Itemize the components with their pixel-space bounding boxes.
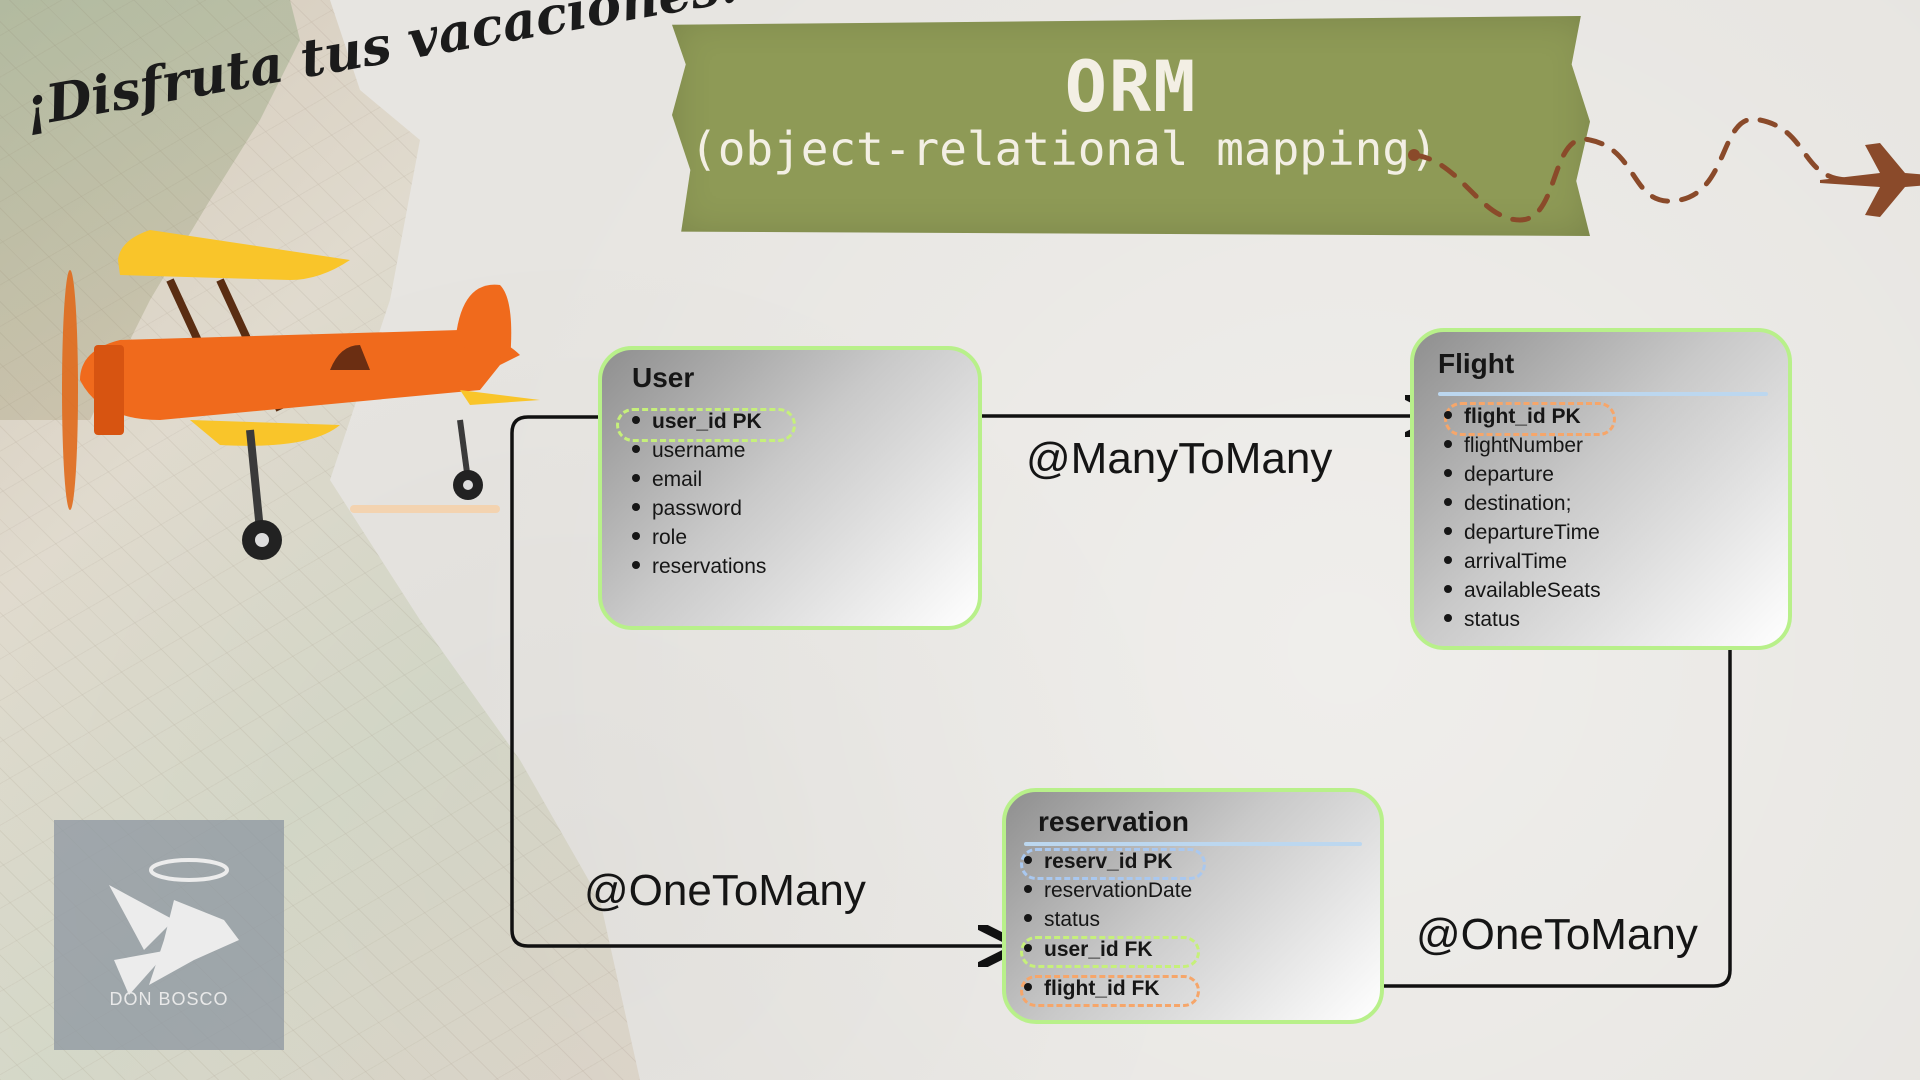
- flight-field: departureTime: [1436, 521, 1600, 545]
- entity-reservation: reservation reserv_id PK reservationDate…: [1002, 788, 1384, 1024]
- pk-highlight-reservation: [1020, 848, 1206, 880]
- entity-flight-title: Flight: [1438, 348, 1515, 379]
- entity-flight: Flight flight_id PK flightNumber departu…: [1410, 328, 1792, 650]
- user-field: username: [624, 439, 745, 463]
- page-subtitle: (object-relational mapping): [690, 122, 1438, 176]
- page-title: ORM: [1064, 46, 1198, 128]
- relation-label-user-reservation: @OneToMany: [584, 866, 866, 915]
- biplane-illustration: [62, 230, 540, 560]
- logo-icon: [109, 858, 239, 995]
- entity-flight-divider: [1438, 392, 1768, 396]
- user-field-pk: user_id PK: [624, 410, 762, 434]
- flight-path-decoration: [1408, 116, 1920, 223]
- user-field: email: [624, 468, 702, 492]
- flight-field: availableSeats: [1436, 579, 1601, 603]
- fk-highlight-flight: [1020, 975, 1200, 1007]
- fk-highlight-user: [1020, 936, 1200, 968]
- entity-reservation-title: reservation: [1038, 806, 1189, 837]
- flight-field: arrivalTime: [1436, 550, 1567, 574]
- reservation-field-fk-flight: flight_id FK: [1016, 977, 1159, 1001]
- relation-label-many-to-many: @ManyToMany: [1026, 434, 1333, 483]
- user-field: reservations: [624, 555, 766, 579]
- flight-field: flightNumber: [1436, 434, 1583, 458]
- reservation-field: reservationDate: [1016, 879, 1192, 903]
- pk-highlight-user: [616, 408, 796, 442]
- entity-user: User user_id PK username email password …: [598, 346, 982, 630]
- reservation-field: status: [1016, 908, 1100, 932]
- entity-user-title: User: [632, 362, 695, 393]
- relation-label-flight-reservation: @OneToMany: [1416, 910, 1698, 959]
- title-banner: ORM (object-relational mapping): [672, 16, 1590, 236]
- relation-line-user-reservation: [510, 415, 1013, 946]
- reservation-field-pk: reserv_id PK: [1016, 850, 1172, 874]
- flight-field: departure: [1436, 463, 1554, 487]
- entity-reservation-divider: [1024, 842, 1362, 846]
- logo-text: DON BOSCO: [109, 989, 229, 1009]
- pk-highlight-flight: [1444, 402, 1616, 436]
- small-airplane-icon: [1820, 143, 1920, 217]
- logo-box: DON BOSCO: [54, 820, 284, 1050]
- user-field: role: [624, 526, 687, 550]
- flight-field: status: [1436, 608, 1520, 632]
- reservation-field-fk-user: user_id FK: [1016, 938, 1153, 962]
- user-field: password: [624, 497, 742, 521]
- flight-field-pk: flight_id PK: [1436, 405, 1581, 429]
- flight-field: destination;: [1436, 492, 1571, 516]
